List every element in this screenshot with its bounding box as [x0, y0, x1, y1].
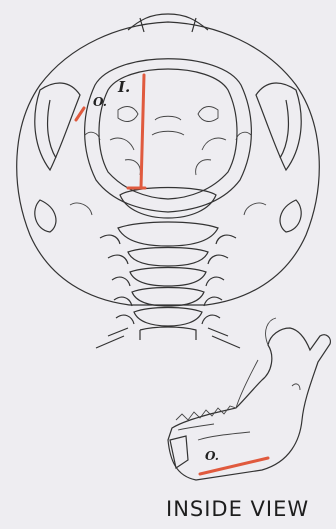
zygomatic-arch-left	[35, 83, 80, 170]
muscle-line-midline	[141, 75, 144, 188]
insertion-label: I.	[118, 78, 130, 96]
inside-view-caption: INSIDE VIEW	[166, 497, 309, 521]
mandible-inside-view	[168, 318, 330, 480]
origin-label-jaw: O.	[205, 449, 219, 463]
muscle-line-origin	[76, 108, 84, 120]
zygomatic-arch-right	[256, 83, 301, 170]
skull-outline	[17, 22, 320, 305]
cervical-spine	[96, 222, 240, 348]
palate-arch	[85, 59, 252, 212]
origin-label-skull: O.	[93, 95, 107, 109]
